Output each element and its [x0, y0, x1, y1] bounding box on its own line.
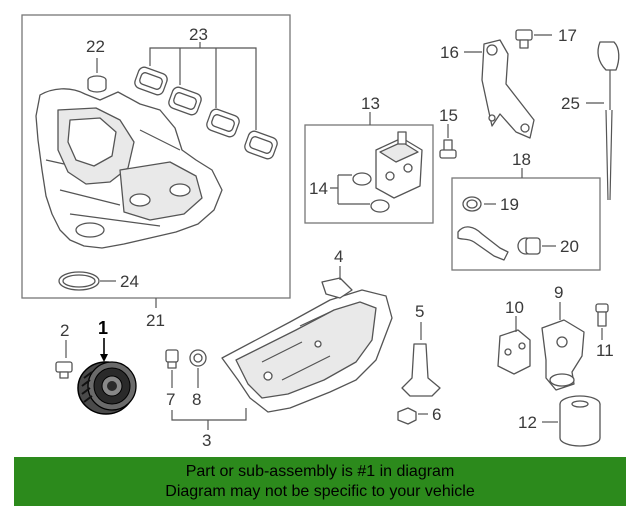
label-13[interactable]: 13: [361, 94, 380, 113]
label-24[interactable]: 24: [120, 272, 139, 291]
label-4[interactable]: 4: [334, 247, 343, 266]
label-1[interactable]: 1: [98, 318, 108, 338]
oil-cooler-group-box: [304, 124, 434, 224]
label-22[interactable]: 22: [86, 37, 105, 56]
label-6[interactable]: 6: [432, 405, 441, 424]
label-10[interactable]: 10: [505, 298, 524, 317]
banner-line-2: Diagram may not be specific to your vehi…: [165, 482, 475, 500]
part-4[interactable]: [321, 277, 353, 299]
label-23[interactable]: 23: [189, 25, 208, 44]
crankshaft-pulley-1[interactable]: [77, 361, 137, 415]
label-15[interactable]: 15: [439, 106, 458, 125]
gaskets-23[interactable]: [133, 66, 279, 161]
oil-cooler[interactable]: [375, 131, 423, 199]
label-12[interactable]: 12: [518, 413, 537, 432]
washer-8[interactable]: [189, 349, 207, 367]
oring-14[interactable]: [352, 172, 390, 213]
label-18[interactable]: 18: [512, 150, 531, 169]
tube-18[interactable]: [457, 226, 509, 261]
label-25[interactable]: 25: [561, 94, 580, 113]
bolt-15[interactable]: [439, 139, 457, 159]
label-2[interactable]: 2: [60, 321, 69, 340]
label-19[interactable]: 19: [500, 195, 519, 214]
label-7[interactable]: 7: [166, 390, 175, 409]
banner-line-1: Part or sub-assembly is #1 in diagram: [185, 462, 455, 480]
info-banner: Part or sub-assembly is #1 in diagram Di…: [14, 457, 626, 506]
gasket-10[interactable]: [497, 329, 531, 375]
label-5[interactable]: 5: [415, 302, 424, 321]
label-3[interactable]: 3: [202, 431, 211, 450]
label-20[interactable]: 20: [560, 237, 579, 256]
oil-pan[interactable]: [221, 289, 393, 413]
label-17[interactable]: 17: [558, 26, 577, 45]
nut-6[interactable]: [397, 407, 417, 425]
seal-20[interactable]: [517, 237, 541, 255]
oring-24[interactable]: [58, 271, 100, 291]
label-9[interactable]: 9: [554, 283, 563, 302]
label-21[interactable]: 21: [146, 311, 165, 330]
label-14[interactable]: 14: [309, 179, 328, 198]
filter-housing-9[interactable]: [541, 319, 585, 391]
bracket-16[interactable]: [481, 39, 535, 139]
bolt-2[interactable]: [55, 361, 73, 379]
bolt-11[interactable]: [595, 303, 609, 327]
cap-22[interactable]: [87, 75, 107, 93]
label-8[interactable]: 8: [192, 390, 201, 409]
clip-19[interactable]: [462, 196, 482, 212]
tube-group-box: [451, 177, 601, 271]
label-11[interactable]: 11: [596, 341, 614, 360]
label-16[interactable]: 16: [440, 43, 459, 62]
drain-plug-7[interactable]: [165, 349, 179, 369]
sensor-17[interactable]: [515, 29, 533, 49]
intake-manifold[interactable]: [35, 88, 223, 249]
dipstick-25[interactable]: [597, 41, 620, 201]
strainer-5[interactable]: [401, 343, 441, 397]
oil-filter-12[interactable]: [559, 395, 601, 447]
